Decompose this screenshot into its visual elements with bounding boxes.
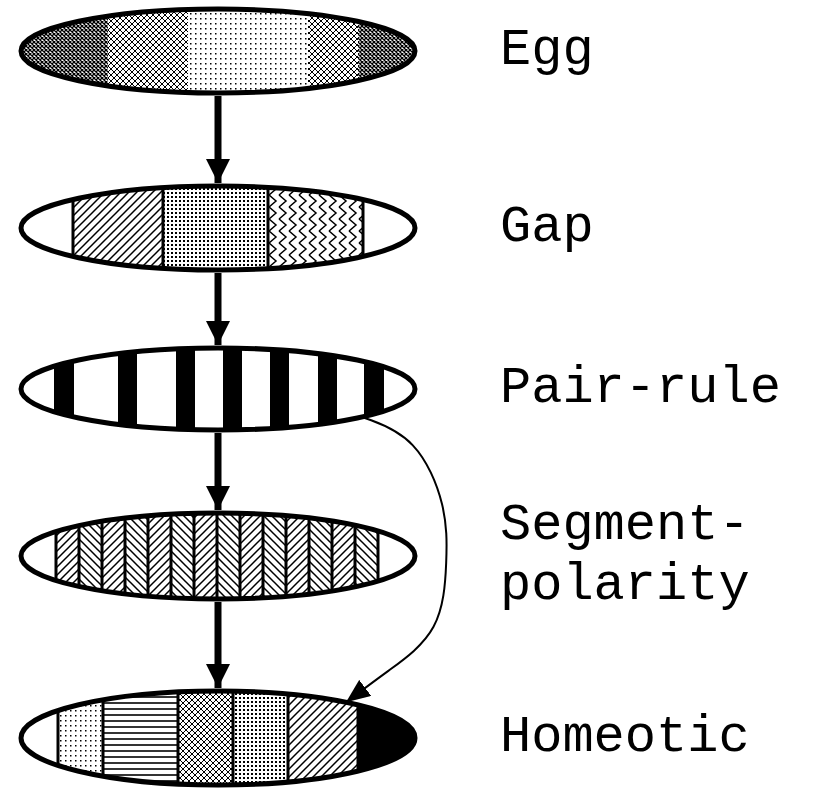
- embryo-band: [102, 510, 125, 602]
- flow-arrow: [215, 96, 222, 183]
- band-divider: [55, 510, 58, 602]
- embryo-band: [223, 345, 242, 433]
- embryo-outline: [18, 183, 418, 273]
- band-divider: [377, 510, 380, 602]
- embryo-band: [171, 510, 194, 602]
- band-divider: [147, 510, 150, 602]
- band-divider: [170, 510, 173, 602]
- embryo-band: [194, 510, 217, 602]
- embryo-band: [364, 345, 384, 433]
- stage-label: Pair-rule: [500, 359, 820, 419]
- embryo-outline: [18, 6, 418, 96]
- embryo-band: [103, 688, 178, 788]
- embryo-outline: [18, 345, 418, 433]
- band-divider: [177, 688, 180, 788]
- embryo-band: [188, 6, 308, 96]
- band-divider: [72, 183, 75, 273]
- embryo-band: [176, 345, 195, 433]
- flow-arrow: [215, 602, 222, 688]
- embryo-border: [21, 186, 415, 270]
- band-divider: [193, 510, 196, 602]
- band-divider: [124, 510, 127, 602]
- embryo-border: [21, 513, 415, 599]
- embryo-band: [286, 510, 309, 602]
- embryo-outline: [18, 688, 418, 788]
- flow-arrow: [215, 273, 222, 345]
- embryo-node: Gap: [18, 183, 418, 273]
- band-divider: [285, 510, 288, 602]
- embryo-band: [54, 345, 74, 433]
- band-divider: [232, 688, 235, 788]
- embryo-band: [108, 6, 188, 96]
- embryo-node: Segment- polarity: [18, 510, 418, 602]
- embryo-outline: [18, 510, 418, 602]
- band-divider: [331, 510, 334, 602]
- band-divider: [287, 688, 290, 788]
- embryo-node: Pair-rule: [18, 345, 418, 433]
- embryo-band: [240, 510, 263, 602]
- embryo-ground: [21, 348, 415, 430]
- band-divider: [362, 183, 365, 273]
- band-divider: [102, 688, 105, 788]
- embryo-band: [309, 510, 332, 602]
- stage-label: Homeotic: [500, 708, 820, 768]
- band-divider: [308, 510, 311, 602]
- embryo-band: [233, 688, 288, 788]
- stage-label: Segment- polarity: [500, 496, 820, 616]
- embryo-border: [21, 9, 415, 93]
- embryo-band: [358, 688, 418, 788]
- embryo-band: [263, 510, 286, 602]
- embryo-border: [21, 348, 415, 430]
- embryo-band: [270, 345, 289, 433]
- band-divider: [239, 510, 242, 602]
- band-divider: [216, 510, 219, 602]
- embryo-node: Homeotic: [18, 688, 418, 788]
- stage-label: Gap: [500, 198, 820, 258]
- embryo-band: [358, 6, 418, 96]
- embryo-band: [125, 510, 148, 602]
- band-divider: [162, 183, 165, 273]
- embryo-band: [178, 688, 233, 788]
- band-divider: [262, 510, 265, 602]
- embryo-band: [148, 510, 171, 602]
- embryo-node: Egg: [18, 6, 418, 96]
- flow-arrow: [215, 433, 222, 510]
- embryo-band: [163, 183, 268, 273]
- band-divider: [267, 183, 270, 273]
- embryo-band: [217, 510, 240, 602]
- stage-label: Egg: [500, 21, 820, 81]
- band-divider: [57, 688, 60, 788]
- embryo-band: [118, 345, 137, 433]
- embryo-border: [21, 691, 415, 785]
